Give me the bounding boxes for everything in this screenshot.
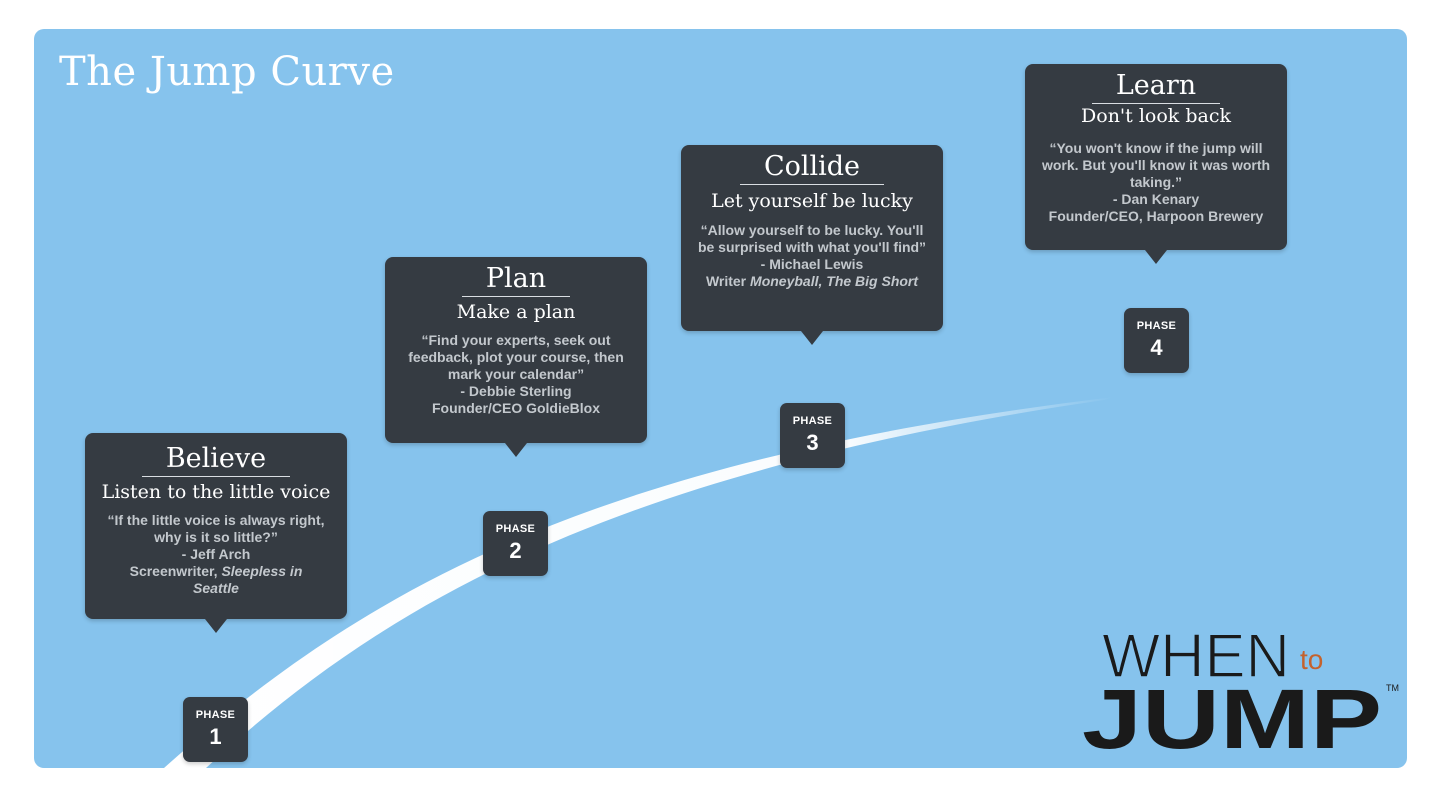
- logo-to: to: [1300, 644, 1323, 675]
- phase-4-attribution: - Dan Kenary: [1112, 191, 1200, 207]
- phase-1-quote: “If the little voice is always right, wh…: [107, 512, 325, 545]
- phase-label: PHASE: [495, 523, 536, 535]
- phase-1-attribution: - Jeff Arch: [181, 546, 251, 562]
- phase-2-attribution: - Debbie Sterling: [460, 383, 572, 399]
- phase-4-card: Learn Don't look back “You won't know if…: [1025, 64, 1287, 264]
- phase-3-role: Writer Moneyball, The Big Short: [705, 273, 919, 289]
- phase-label: PHASE: [1136, 320, 1177, 332]
- phase-3-attribution: - Michael Lewis: [760, 256, 864, 272]
- phase-3-work: Moneyball, The Big Short: [750, 273, 919, 289]
- phase-2-title: Plan: [461, 263, 571, 297]
- logo-jump: JUMP: [1082, 672, 1382, 754]
- phase-1-subtitle: Listen to the little voice: [101, 481, 331, 503]
- phase-4-badge: PHASE 4: [1124, 308, 1189, 373]
- phase-1-card: Believe Listen to the little voice “If t…: [85, 433, 347, 633]
- page-title: The Jump Curve: [59, 49, 395, 95]
- phase-2-role: Founder/CEO GoldieBlox: [431, 400, 600, 416]
- logo-when: WHEN: [1102, 622, 1290, 691]
- phase-4-quote: “You won't know if the jump will work. B…: [1041, 140, 1271, 190]
- jump-curve-panel: The Jump Curve Believe Listen to the lit…: [34, 29, 1407, 768]
- phase-3-quote: “Allow yourself to be lucky. You'll be s…: [697, 222, 927, 255]
- phase-1-work: Sleepless in Seattle: [193, 563, 303, 596]
- phase-label: PHASE: [792, 415, 833, 427]
- phase-2-subtitle: Make a plan: [456, 301, 576, 323]
- phase-number: 3: [806, 430, 819, 455]
- phase-3-badge: PHASE 3: [780, 403, 845, 468]
- phase-1-badge: PHASE 1: [183, 697, 248, 762]
- phase-4-subtitle: Don't look back: [1081, 105, 1231, 127]
- phase-3-subtitle: Let yourself be lucky: [711, 190, 913, 212]
- phase-1-role: Screenwriter, Sleepless in Seattle: [129, 563, 303, 596]
- phase-2-card: Plan Make a plan “Find your experts, see…: [385, 257, 647, 457]
- phase-2-quote: “Find your experts, seek out feedback, p…: [408, 332, 624, 382]
- phase-4-title: Learn: [1091, 70, 1221, 104]
- when-to-jump-logo: WHEN to JUMP TM: [1082, 621, 1399, 754]
- phase-number: 4: [1150, 335, 1163, 360]
- phase-4-role: Founder/CEO, Harpoon Brewery: [1048, 208, 1264, 224]
- phase-1-title: Believe: [141, 443, 291, 477]
- phase-number: 2: [509, 538, 522, 563]
- phase-3-title: Collide: [739, 151, 885, 185]
- phase-label: PHASE: [195, 709, 236, 721]
- logo-trademark: TM: [1386, 683, 1399, 693]
- phase-number: 1: [209, 724, 222, 749]
- phase-3-card: Collide Let yourself be lucky “Allow you…: [681, 145, 943, 345]
- phase-2-badge: PHASE 2: [483, 511, 548, 576]
